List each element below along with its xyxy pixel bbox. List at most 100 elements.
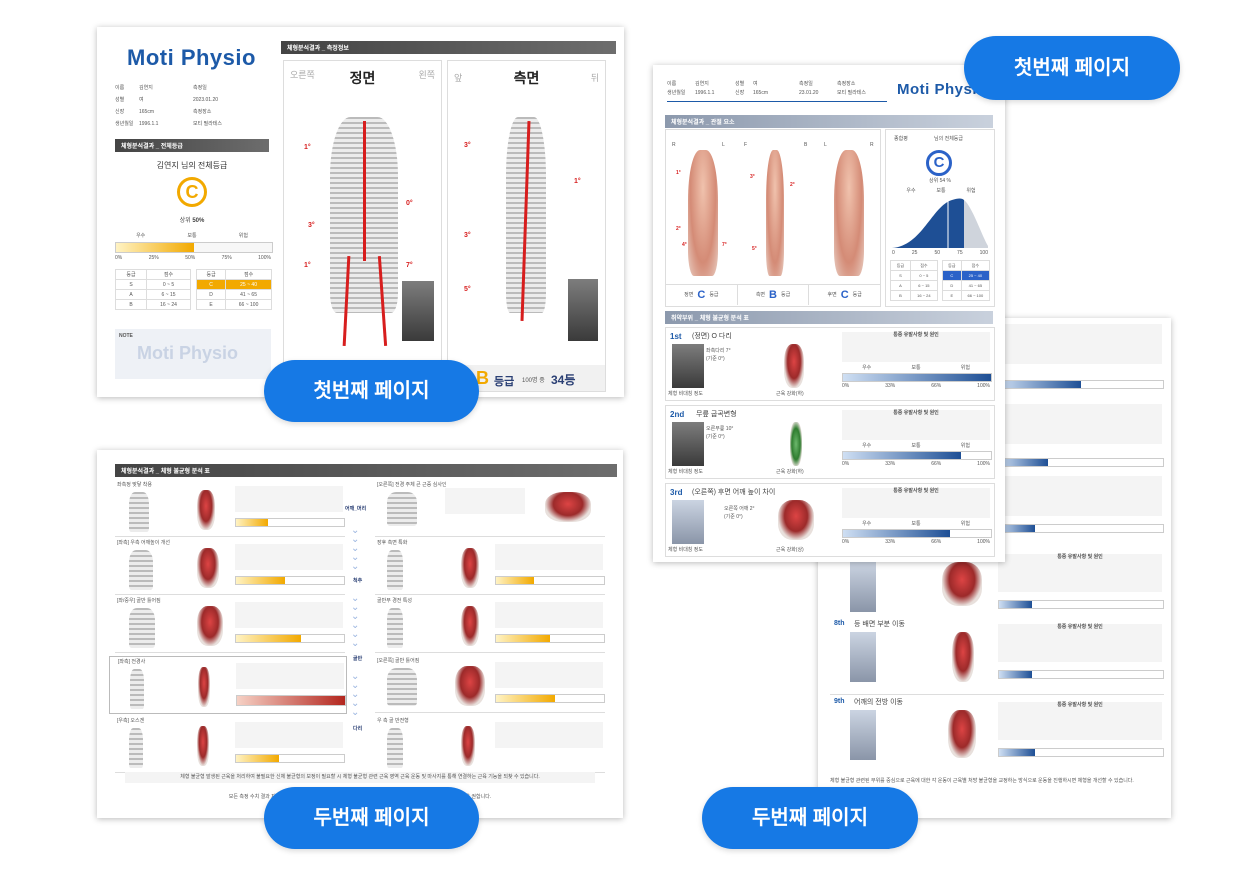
weak-item-2: 2nd 무릎 굽곡변형 오른무릎 10° (기준 0°) 체형 비대칭 정도 근… <box>665 405 995 479</box>
bar-ticks: 0%33%66%100% <box>842 539 990 545</box>
info-key: 측정일 <box>799 81 813 87</box>
grade-progress-bar <box>115 242 273 253</box>
side-left-label: 앞 <box>454 73 463 83</box>
side-grade-text: 등급 <box>494 376 515 388</box>
muscle-image <box>461 548 479 588</box>
desc-box <box>495 602 603 628</box>
desc-box <box>495 544 603 570</box>
desc-box <box>235 602 343 628</box>
muscle-image <box>461 606 479 646</box>
row-title: [오른쪽] 골반 틀어짐 <box>377 658 420 664</box>
section-header: 체형분석결과 _ 관절 요소 <box>665 115 993 128</box>
info-value: 김연지 <box>695 81 709 87</box>
side-rank-prefix: 100명 중 <box>522 378 545 384</box>
desc-box <box>235 544 343 570</box>
body-figure-front <box>688 150 718 276</box>
back-footer: 체형 불균형 관련된 부위를 중심으로 근육에 대한 각 운동이 근육별 처방 … <box>830 778 1134 784</box>
imbalance-row: [좌/중우] 골반 틀어짐 <box>115 596 345 653</box>
muscle-image <box>778 500 814 540</box>
back-top-content <box>998 324 1164 550</box>
muscle-image <box>545 492 591 522</box>
total-title: 님의 전체등급 <box>934 136 963 142</box>
note-box: NOTE Moti Physio <box>115 329 271 379</box>
imbalance-row: [오른쪽] 골반 틀어짐 <box>375 656 605 713</box>
subject-photo-front <box>402 281 434 341</box>
cause-box: 통증 유발사항 및 원인 <box>842 488 990 518</box>
direction-label: L <box>722 142 725 148</box>
weak-item-8: 8th 등 배면 부분 이동 통증 유발사항 및 원인 <box>830 620 1164 695</box>
imbalance-row: 우 측 골 반전형 <box>375 716 605 773</box>
direction-label: B <box>804 142 808 148</box>
info-value: 여 <box>753 81 758 87</box>
info-value: 김연지 <box>139 85 153 91</box>
rank: 8th <box>834 620 845 627</box>
bar-ticks: 0%33%66%100% <box>842 461 990 467</box>
body-figure-side <box>766 150 784 276</box>
figure <box>387 608 403 648</box>
angle-label: 7° <box>406 262 413 269</box>
view-grade-side: 측면 B 등급 <box>738 285 810 305</box>
angle-label: 3° <box>464 142 471 149</box>
row-title: 장후 측면 특화 <box>377 540 408 546</box>
muscle-image <box>455 666 485 706</box>
weak-item-3: 3rd (오른쪽) 후면 어깨 높이 차이 오른쪽 어깨 2° (기준 0°) … <box>665 483 995 557</box>
front-title: 정면 <box>349 70 376 86</box>
info-value: 여 <box>139 97 144 103</box>
box-title: 통증 유발사항 및 원인 <box>1057 624 1103 630</box>
desc-box <box>495 722 603 748</box>
info-key: 측정장소 <box>193 109 212 115</box>
region-label: 다리 <box>353 726 363 732</box>
risk-bar <box>842 529 992 538</box>
region-label: 척추 <box>353 578 363 584</box>
muscle-caption: 근육 강화(하) <box>776 391 804 397</box>
row-title: 우 측 골 반전형 <box>377 718 409 724</box>
section-header: 체형분석결과 _ 전체등급 <box>115 139 269 152</box>
imbalance-row: [좌측] 우측 어깨높이 개선 <box>115 538 345 595</box>
row-bar <box>495 694 605 703</box>
rank: 1st <box>670 332 682 341</box>
figure <box>129 492 149 532</box>
info-value: 모티 필라테스 <box>193 121 222 127</box>
muscle-image <box>948 710 976 758</box>
muscle-image <box>784 344 804 388</box>
figure <box>387 492 417 526</box>
angle-label: 5° <box>464 286 471 293</box>
report-page-1-right: 이름 김연지 생년월일 1996.1.1 성별 여 신장 165cm 측정일 2… <box>653 65 1005 562</box>
risk-bar <box>842 451 992 460</box>
logo: Moti Physio <box>127 45 256 70</box>
muscle-image <box>197 726 209 766</box>
weak-item-9: 9th 어깨의 전방 이동 통증 유발사항 및 원인 <box>830 698 1164 772</box>
scale-ticks: 0%25%50%75%100% <box>115 255 271 261</box>
photo <box>672 422 704 466</box>
body-figure-back <box>834 150 864 276</box>
item-caption: 체형 비대칭 정도 <box>668 547 703 553</box>
total-label: 종합평 <box>894 136 908 142</box>
row-title: [좌/중우] 골반 틀어짐 <box>117 598 161 604</box>
desc-box <box>235 486 343 512</box>
imbalance-row: 장후 측면 특화 <box>375 538 605 595</box>
box-title: 통증 유발사항 및 원인 <box>1057 554 1103 560</box>
grade-title: 김연지 님의 전체등급 <box>156 161 228 170</box>
angle-label: 1° <box>304 144 311 151</box>
desc-box <box>445 488 525 514</box>
box-title: 통증 유발사항 및 원인 <box>893 488 939 494</box>
rank: 2nd <box>670 410 685 419</box>
bar-ticks: 0%33%66%100% <box>842 383 990 389</box>
row-bar <box>495 634 605 643</box>
direction-label: F <box>744 142 748 148</box>
item-sub: (기준 0°) <box>724 514 743 520</box>
bar <box>998 524 1164 533</box>
info-key: 이름 <box>115 85 125 91</box>
item-title: 무릎 굽곡변형 <box>696 411 737 418</box>
photo <box>672 500 704 544</box>
side-rank: 34등 <box>551 373 576 387</box>
figure <box>130 669 144 709</box>
imbalance-header: 체형분석결과 _ 체형 불균형 분석 표 <box>115 464 617 477</box>
imbalance-row: 골반부 경전 특성 <box>375 596 605 653</box>
